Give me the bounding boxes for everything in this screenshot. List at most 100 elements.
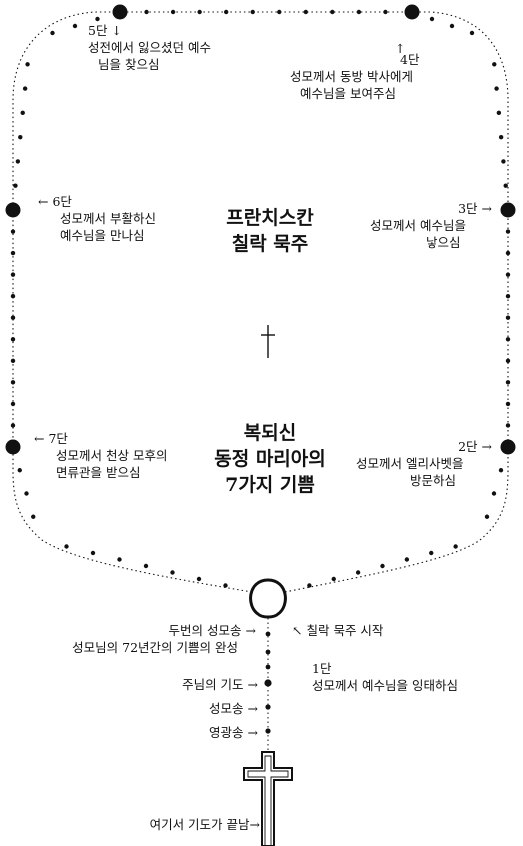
joys-title: 복되신 동정 마리아의 7가지 기쁨 [170,420,370,498]
small-bead [10,315,16,320]
rosary-center-link [249,578,287,619]
small-bead [64,544,69,549]
small-bead [20,110,25,116]
small-bead [492,62,497,67]
small-bead [10,337,16,342]
small-bead [505,272,511,277]
decade-6-label: ← 6단 성모께서 부활하신 예수님을 만나심 [38,193,156,244]
small-bead [503,183,508,188]
small-bead [307,583,312,588]
center-crucifix-icon [261,325,275,358]
small-bead [10,293,16,299]
decade-text: 성모께서 부활하신 [60,211,156,226]
large-bead [404,4,420,20]
small-bead [383,9,388,15]
small-bead [404,557,410,562]
decade-number: 2단 [458,439,478,454]
decade-text: 성모께서 천상 모후의 [56,448,168,463]
small-bead [95,16,100,22]
arrow-icon: → [481,201,492,216]
small-bead [498,468,504,473]
small-bead [331,576,336,582]
title-line: 복되신 [243,422,297,444]
decade-2-label: 2단 → 성모께서 엘리사벳을 방문하심 [340,438,492,489]
small-bead [24,491,29,496]
small-bead [10,250,16,256]
small-bead [17,468,22,473]
decade-text: 낳으심 [426,235,461,250]
large-bead [112,4,128,20]
small-bead [505,337,511,342]
small-bead [505,293,511,299]
small-bead [10,272,16,277]
end-label: 여기서 기도가 끝남→ [149,817,260,832]
decade-4-label: ↑ 4단 성모께서 동방 박사에게 예수님을 보여주심 [290,40,419,102]
title-line: 프란치스칸 [226,207,314,229]
large-bead [500,202,516,218]
small-bead [449,23,455,29]
arrow-icon: ↖ [292,623,303,638]
small-bead [496,110,502,116]
small-bead [15,159,21,164]
decade-number: 7단 [48,431,68,446]
small-bead [380,563,385,569]
small-bead [10,229,16,234]
decade-3-label: 3단 → 성모께서 예수님을 낳으심 [340,200,492,251]
small-bead [10,380,16,385]
arrow-icon: → [245,623,256,638]
small-bead [10,358,16,364]
pendant-cross-icon [243,751,293,846]
decade-1-label: 1단 성모께서 예수님을 잉태하심 [312,660,458,694]
small-bead [18,134,23,140]
small-bead [50,30,55,36]
small-bead [453,544,458,549]
decade-text: 성전에서 잃으셨던 예수 [88,40,211,55]
decade-number: 5단 [88,23,108,38]
small-bead [90,550,96,556]
small-bead [143,563,149,569]
pendant-bead [264,679,272,687]
small-bead [469,30,475,36]
small-bead [505,401,511,407]
decade-5-label: 5단 ↓ 성전에서 잃으셨던 예수 님을 찾으심 [88,22,211,73]
large-bead [5,202,21,218]
pendant-beads [264,631,272,734]
small-bead [250,9,255,15]
small-bead [498,134,504,140]
pendant-bead [265,649,271,655]
small-bead [144,9,149,15]
small-bead [10,423,16,428]
small-bead [303,9,309,15]
decade-number: 4단 [400,52,420,67]
small-bead [223,9,229,15]
small-bead [505,229,511,234]
pendant-text: 두번의 성모송 [168,623,242,638]
title-line: 칠락 묵주 [231,233,309,255]
decade-text: 면류관을 받으심 [56,465,141,480]
small-bead [25,62,30,67]
decade-number: 1단 [312,661,332,676]
glory-be-label: 영광송 → [209,725,258,740]
arrow-icon: ← [38,194,49,209]
arrow-icon: ↓ [111,23,122,38]
small-bead [501,159,506,164]
decade-number: 3단 [458,201,478,216]
start-text: 칠락 묵주 시작 [306,623,384,638]
decade-text: 방문하심 [410,473,457,488]
small-bead [505,250,511,256]
small-bead [72,23,78,29]
two-hail-marys-label: 두번의 성모송 → 성모님의 72년간의 기쁨의 완성 [20,622,256,656]
pendant-bead [265,664,271,670]
rosary-chain-loop [12,11,509,593]
small-bead [505,380,511,385]
decade-text: 성모께서 예수님을 [370,218,466,233]
small-bead [223,583,228,588]
small-bead [31,514,36,519]
small-bead [22,86,28,91]
decade-text: 님을 찾으심 [98,57,160,72]
pendant-bead [265,631,271,637]
decade-text: 성모께서 동방 박사에게 [290,69,413,84]
our-father-label: 주님의 기도 → [182,677,258,692]
decade-number: 6단 [52,194,72,209]
